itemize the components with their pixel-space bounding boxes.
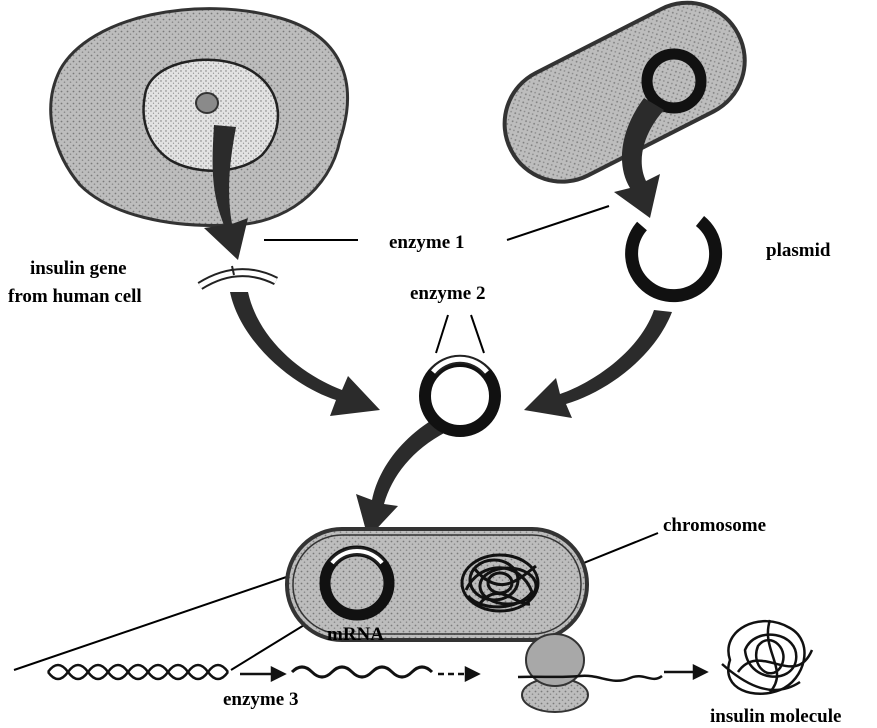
ribosome [518, 634, 662, 712]
insulin-gene-fragment [200, 266, 276, 286]
label-insulin-gene-line2: from human cell [8, 286, 142, 307]
label-enzyme-2: enzyme 2 [410, 283, 485, 304]
arrow-gene-to-recombinant [230, 292, 380, 416]
label-enzyme-3: enzyme 3 [223, 689, 298, 710]
cut-plasmid [632, 221, 716, 296]
arrow-plasmid-to-recombinant [524, 310, 672, 418]
label-plasmid: plasmid [766, 240, 831, 261]
label-mrna: mRNA [327, 624, 384, 645]
recombinant-plasmid [425, 359, 495, 431]
mrna-strand [292, 667, 432, 677]
label-insulin-gene-line1: insulin gene [30, 258, 127, 279]
pathway-arrows [240, 666, 706, 680]
insulin-molecule [722, 620, 812, 694]
label-insulin-molecule: insulin molecule [710, 706, 841, 727]
nucleolus [196, 93, 218, 113]
human-cell [51, 9, 348, 226]
nucleus [144, 60, 278, 171]
label-enzyme-1: enzyme 1 [389, 232, 464, 253]
arrow-recombinant-to-bacterium [356, 420, 446, 538]
dna-double-helix [48, 665, 228, 679]
label-chromosome: chromosome [663, 515, 766, 536]
